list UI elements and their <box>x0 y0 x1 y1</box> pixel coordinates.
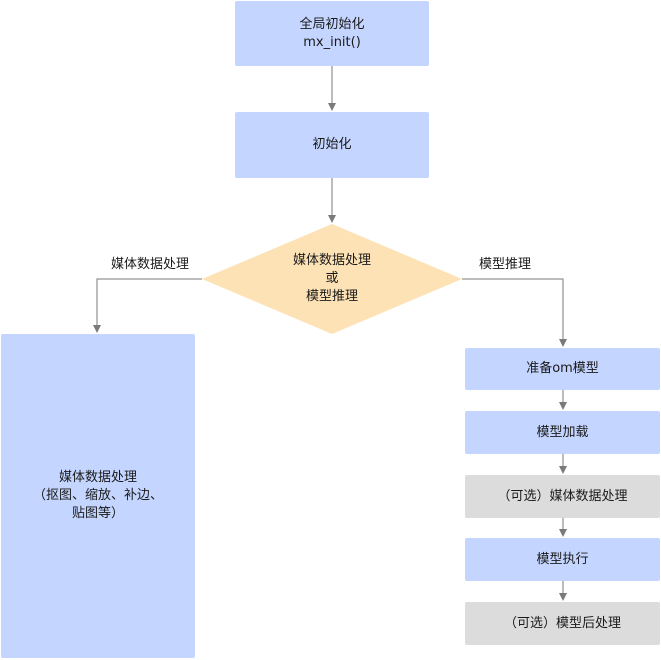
decision-line2: 或 <box>325 271 339 286</box>
edge-decision-prepare <box>462 278 567 347</box>
init-label: 初始化 <box>312 137 352 152</box>
media-title: 媒体数据处理 <box>58 470 137 485</box>
global-init-box: 全局初始化 mx_init() <box>235 1 429 66</box>
global-init-call: mx_init() <box>303 34 361 50</box>
media-detail-1: （抠图、缩放、补边、 <box>32 488 163 503</box>
load-model-box: 模型加载 <box>465 411 660 454</box>
prepare-om-box: 准备om模型 <box>465 348 660 390</box>
decision-diamond <box>202 224 462 334</box>
edge-label-inference: 模型推理 <box>479 257 532 272</box>
load-model-label: 模型加载 <box>536 424 589 440</box>
exec-model-box: 模型执行 <box>465 538 660 581</box>
media-processing-box: 媒体数据处理 （抠图、缩放、补边、 贴图等） <box>1 334 195 658</box>
decision-line1: 媒体数据处理 <box>292 253 371 268</box>
edge-decision-media <box>93 278 202 333</box>
exec-model-label: 模型执行 <box>536 551 589 567</box>
init-box: 初始化 <box>235 112 429 178</box>
prepare-om-label: 准备om模型 <box>526 361 599 376</box>
optional-media-box: （可选）媒体数据处理 <box>465 475 660 518</box>
global-init-title: 全局初始化 <box>299 16 365 32</box>
decision-text: 媒体数据处理 或 模型推理 <box>262 252 402 306</box>
decision-line3: 模型推理 <box>305 289 358 304</box>
media-detail-2: 贴图等） <box>71 506 124 521</box>
optional-post-label: （可选）模型后处理 <box>503 615 621 631</box>
optional-media-label: （可选）媒体数据处理 <box>497 488 628 504</box>
edge-label-media: 媒体数据处理 <box>111 257 190 272</box>
optional-post-box: （可选）模型后处理 <box>465 602 660 645</box>
